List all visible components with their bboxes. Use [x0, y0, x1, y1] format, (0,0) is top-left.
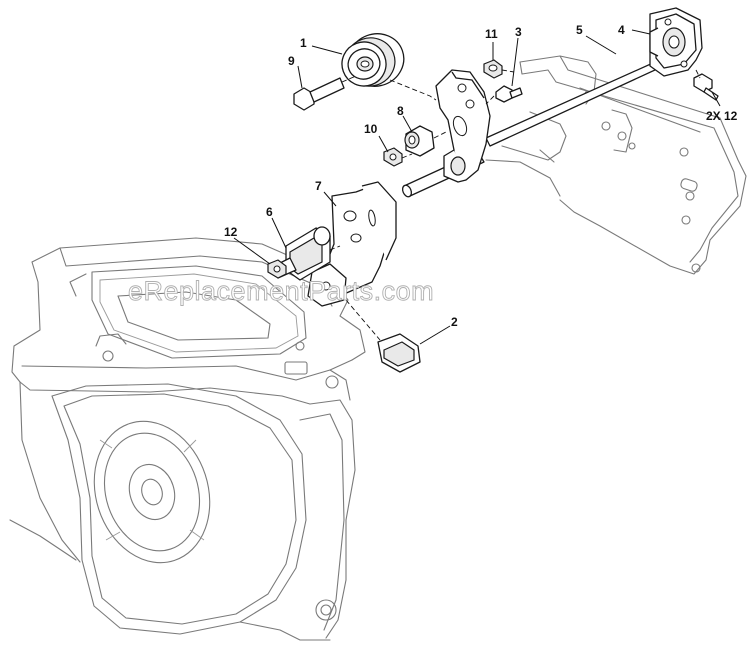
part-5-shaft — [401, 57, 669, 198]
callout-2: 2 — [451, 315, 458, 329]
part-4-end-bracket — [649, 7, 703, 77]
callout-1: 1 — [300, 36, 307, 50]
callout-6: 6 — [266, 205, 273, 219]
callout-5: 5 — [576, 23, 583, 37]
callout-7: 7 — [315, 179, 322, 193]
part-9-bolt — [293, 77, 345, 111]
ghost-bracket-plate — [485, 55, 747, 275]
callout-12: 12 — [224, 225, 238, 239]
part-12-bolt-right — [693, 73, 719, 101]
part-1-pulley — [341, 33, 405, 87]
callout-8: 8 — [397, 104, 404, 118]
callout-11: 11 — [485, 27, 498, 41]
part-12-nut-left — [267, 259, 287, 279]
part-2-knob — [377, 333, 421, 373]
part-6-clevis — [273, 226, 331, 281]
watermark-text: eReplacementParts.com — [128, 276, 434, 306]
callout-3: 3 — [515, 25, 522, 39]
idler-arm-bracket — [435, 69, 491, 183]
callout-labels: 1 2 3 4 5 6 7 8 9 10 11 12 2X 12 — [224, 23, 738, 329]
part-7-pivot-bracket — [307, 181, 397, 307]
part-10-nut — [383, 147, 403, 167]
callout-2x12: 2X 12 — [706, 109, 738, 123]
assembly-lines — [329, 69, 701, 341]
part-3-bolt — [495, 85, 523, 103]
leader-lines — [233, 29, 721, 345]
callout-10: 10 — [364, 122, 378, 136]
part-8-spacer — [404, 125, 435, 157]
ghost-housing — [9, 237, 366, 641]
callout-9: 9 — [288, 54, 295, 68]
part-11-nut — [483, 59, 503, 79]
callout-4: 4 — [618, 23, 625, 37]
